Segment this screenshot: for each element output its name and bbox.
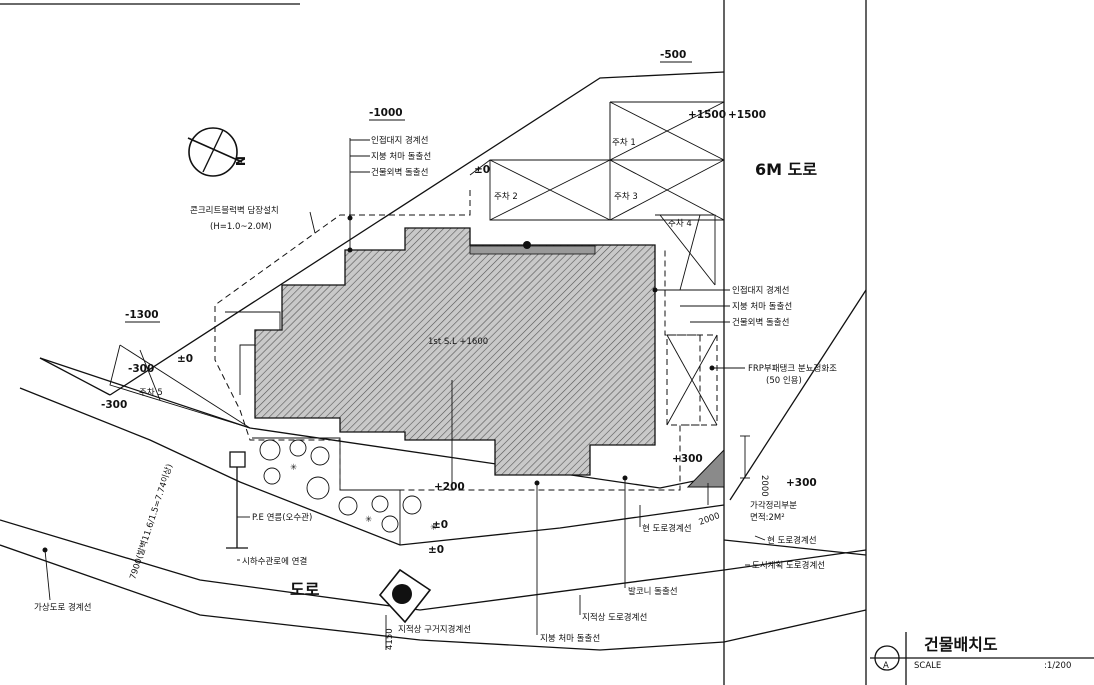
road-label: 도로 <box>290 580 320 599</box>
svg-text:✳: ✳ <box>430 523 437 533</box>
road-edge-4 <box>723 539 867 556</box>
scale-label: SCALE <box>914 661 941 671</box>
note-map-road: 지적상 도로경계선 <box>582 612 647 623</box>
leader-lines <box>42 138 766 650</box>
dim-2000-b: 2000 <box>698 511 722 528</box>
level-plus300-b: +300 <box>786 477 817 489</box>
road-edge-2 <box>0 519 867 611</box>
parking-grid <box>469 101 725 291</box>
site-boundary-north <box>109 71 725 396</box>
note-virtual-road: 가상도로 경계선 <box>34 602 91 613</box>
dim-7900: 7900(발벽11.6/1.5=7.74이상) <box>127 463 175 581</box>
note-wall-right: 건물외벽 돌출선 <box>732 317 789 328</box>
road-6m-label: 6M 도로 <box>755 160 817 179</box>
level-zero-bottom-1: ±0 <box>432 519 448 531</box>
note-septic-capacity: (50 인용) <box>766 375 802 386</box>
septic-tank <box>666 334 718 426</box>
parking-4-label: 주차 4 <box>668 219 692 229</box>
note-eave-top: 지붕 처마 돌출선 <box>371 151 431 162</box>
level-plus1500-a: +1500 <box>688 109 726 121</box>
level-minus1000: -1000 <box>369 107 403 119</box>
parking-5-outline <box>109 344 251 429</box>
note-roof-eave: 지붕 처마 돌출선 <box>540 633 600 644</box>
note-corner-area: 가각정리부분 <box>750 500 797 511</box>
note-pe-pipe: P.E 연름(오수관) <box>252 512 312 523</box>
note-balcony: 발코니 돌출선 <box>628 586 678 597</box>
parking-5-label: 주차 5 <box>139 388 163 398</box>
level-plus300-a: +300 <box>672 453 703 465</box>
note-fence: 콘크리트블럭벽 담장설치 <box>190 205 279 216</box>
note-adjacent-boundary-top: 인접대지 경계선 <box>371 135 428 146</box>
title-block: A 건물배치도 SCALE :1/200 <box>870 632 1094 685</box>
dim-2000: 2000 <box>759 475 769 497</box>
parking-1-label: 주차 1 <box>612 138 636 148</box>
site-boundary-south <box>39 357 725 489</box>
note-adjacent-boundary-right: 인접대지 경계선 <box>732 285 789 296</box>
note-current-road-1: 현 도로경계선 <box>642 523 692 534</box>
level-zero-top: ±0 <box>474 164 490 176</box>
svg-text:✳: ✳ <box>290 463 297 473</box>
site-boundary-west <box>39 357 111 396</box>
manhole-icon <box>229 451 246 468</box>
level-zero-left: ±0 <box>177 353 193 365</box>
roof-drain-icon <box>523 241 531 249</box>
corner-cut-area <box>686 448 725 488</box>
road-edge-diagonal <box>729 289 867 501</box>
parking-2-label: 주차 2 <box>494 192 518 202</box>
note-wall-top: 건물외벽 돌출선 <box>371 167 428 178</box>
north-letter: N <box>233 156 247 166</box>
level-zero-bottom-2: ±0 <box>428 544 444 556</box>
balcony-strip <box>469 245 596 255</box>
north-arrow-icon: N <box>187 127 247 177</box>
note-city-road: 도시계획 도로경계선 <box>752 560 825 571</box>
title-mark: A <box>883 661 889 671</box>
scale-value: :1/200 <box>1044 661 1071 671</box>
level-minus1300: -1300 <box>125 309 159 321</box>
svg-text:✳: ✳ <box>365 515 372 525</box>
parking-3-label: 주차 3 <box>614 192 638 202</box>
note-sewer-connect: 시하수관로에 연결 <box>242 556 307 567</box>
level-minus300-a: -300 <box>128 363 154 375</box>
level-plus1500-b: +1500 <box>728 109 766 121</box>
garden-trees: ✳ ✳ ✳ <box>252 437 437 545</box>
note-eave-right: 지붕 처마 돌출선 <box>732 301 792 312</box>
note-map-boundary: 지적상 구거지경계선 <box>398 624 471 635</box>
note-corner-area-size: 면적:2M² <box>750 512 785 523</box>
road-edge-1 <box>19 387 725 546</box>
drawing-title: 건물배치도 <box>924 635 998 654</box>
note-current-road-2: 현 도로경계선 <box>767 535 817 546</box>
road-edge-3 <box>0 544 867 651</box>
building-footprint <box>254 227 656 476</box>
entrance-marker <box>378 568 432 624</box>
note-fence-height: (H=1.0~2.0M) <box>210 222 272 232</box>
note-septic-tank: FRP부패탱크 분뇨정화조 <box>748 363 837 374</box>
building-level-label: 1st S.L +1600 <box>428 337 488 347</box>
dim-4150: 4150 <box>385 628 395 650</box>
level-minus500: -500 <box>660 49 686 61</box>
level-plus200: +200 <box>434 481 465 493</box>
level-minus300-b: -300 <box>101 399 127 411</box>
